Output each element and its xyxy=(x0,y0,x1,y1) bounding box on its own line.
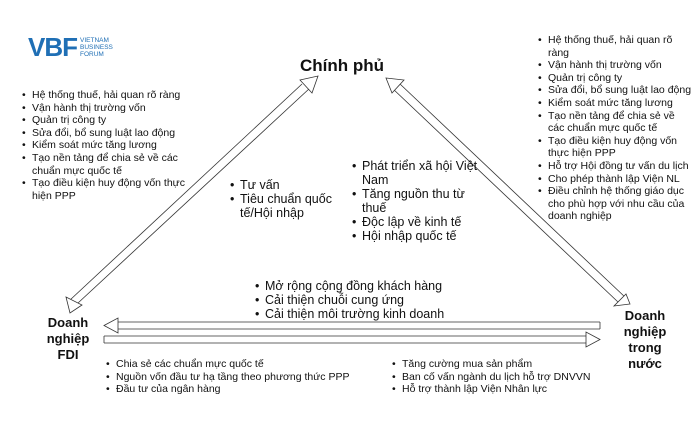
list-item: Sửa đổi, bổ sung luật lao động xyxy=(538,84,693,97)
list-item: Nguồn vốn đầu tư hạ tầng theo phương thứ… xyxy=(106,371,396,384)
list-item: Hội nhập quốc tế xyxy=(352,229,482,243)
list-item: Tăng nguồn thu từ thuế xyxy=(352,187,482,215)
vbf-logo: VBF VIETNAM BUSINESS FORUM xyxy=(28,34,140,60)
list-item: Vận hành thị trường vốn xyxy=(538,59,693,72)
fdi-needs-list: Hệ thống thuế, hải quan rõ ràng Vận hành… xyxy=(22,89,187,202)
list-item: Tạo điều kiện huy động vốn thực hiện PPP xyxy=(22,177,187,202)
list-item: Cải thiện chuỗi cung ứng xyxy=(255,293,475,307)
logo-line: BUSINESS xyxy=(80,43,113,51)
list-item: Mở rộng cộng đồng khách hàng xyxy=(255,279,475,293)
list-item: Quản trị công ty xyxy=(538,72,693,85)
list-item: Chia sẻ các chuẩn mực quốc tế xyxy=(106,358,396,371)
list-item: Phát triển xã hội Việt Nam xyxy=(352,159,482,187)
domestic-needs-list: Hệ thống thuế, hải quan rõ ràng Vận hành… xyxy=(538,34,693,223)
list-item: Kiểm soát mức tăng lương xyxy=(22,139,187,152)
arrow-fdi-to-domestic xyxy=(103,331,601,348)
list-item: Ban cố vấn ngành du lịch hỗ trợ DNVVN xyxy=(392,371,652,384)
logo-mark: VBF xyxy=(28,32,78,62)
node-fdi: Doanh nghiệp FDI xyxy=(36,315,100,363)
list-item: Tạo nền tảng để chia sẻ về các chuẩn mực… xyxy=(22,152,187,177)
government-goals-list: Phát triển xã hội Việt Nam Tăng nguồn th… xyxy=(352,159,482,243)
list-item: Tăng cường mua sản phẩm xyxy=(392,358,652,371)
node-domestic-line: trong xyxy=(628,340,662,355)
list-item: Tiêu chuẩn quốc tế/Hội nhập xyxy=(230,192,335,220)
node-domestic: Doanh nghiệp trong nước xyxy=(610,308,680,372)
fdi-contributions-list: Chia sẻ các chuẩn mực quốc tế Nguồn vốn … xyxy=(106,358,396,396)
logo-line: FORUM xyxy=(80,50,104,58)
list-item: Sửa đổi, bổ sung luật lao động xyxy=(22,127,187,140)
node-domestic-line: nghiệp xyxy=(623,324,667,339)
logo-text: VIETNAM BUSINESS FORUM xyxy=(80,37,140,58)
list-item: Hỗ trợ Hội đồng tư vấn du lịch xyxy=(538,160,693,173)
list-item: Tư vấn xyxy=(230,178,335,192)
list-item: Hỗ trợ thành lập Viện Nhân lực xyxy=(392,383,652,396)
advise-list: Tư vấn Tiêu chuẩn quốc tế/Hội nhập xyxy=(230,178,335,220)
list-item: Quản trị công ty xyxy=(22,114,187,127)
domestic-contributions-list: Tăng cường mua sản phẩm Ban cố vấn ngành… xyxy=(392,358,652,396)
node-domestic-line: Doanh xyxy=(624,308,666,323)
node-fdi-line: nghiệp xyxy=(46,331,90,346)
list-item: Đầu tư của ngân hàng xyxy=(106,383,396,396)
list-item: Độc lập về kinh tế xyxy=(352,215,482,229)
list-item: Vận hành thị trường vốn xyxy=(22,102,187,115)
list-item: Tạo nền tảng để chia sẻ về các chuẩn mực… xyxy=(538,110,693,135)
arrow-government-domestic xyxy=(385,77,631,307)
list-item: Kiểm soát mức tăng lương xyxy=(538,97,693,110)
node-fdi-line: Doanh xyxy=(47,315,89,330)
list-item: Cải thiện môi trường kinh doanh xyxy=(255,307,475,321)
node-fdi-line: FDI xyxy=(57,347,79,362)
list-item: Hệ thống thuế, hải quan rõ ràng xyxy=(22,89,187,102)
list-item: Cho phép thành lập Viện NL xyxy=(538,173,693,186)
arrow-domestic-to-fdi xyxy=(103,317,601,334)
business-benefits-list: Mở rộng cộng đồng khách hàng Cải thiện c… xyxy=(255,279,475,321)
logo-line: VIETNAM xyxy=(80,36,109,44)
node-government: Chính phủ xyxy=(300,56,385,75)
list-item: Hệ thống thuế, hải quan rõ ràng xyxy=(538,34,693,59)
list-item: Tạo điều kiện huy động vốn thực hiện PPP xyxy=(538,135,693,160)
list-item: Điều chỉnh hệ thống giáo dục cho phù hợp… xyxy=(538,185,693,223)
